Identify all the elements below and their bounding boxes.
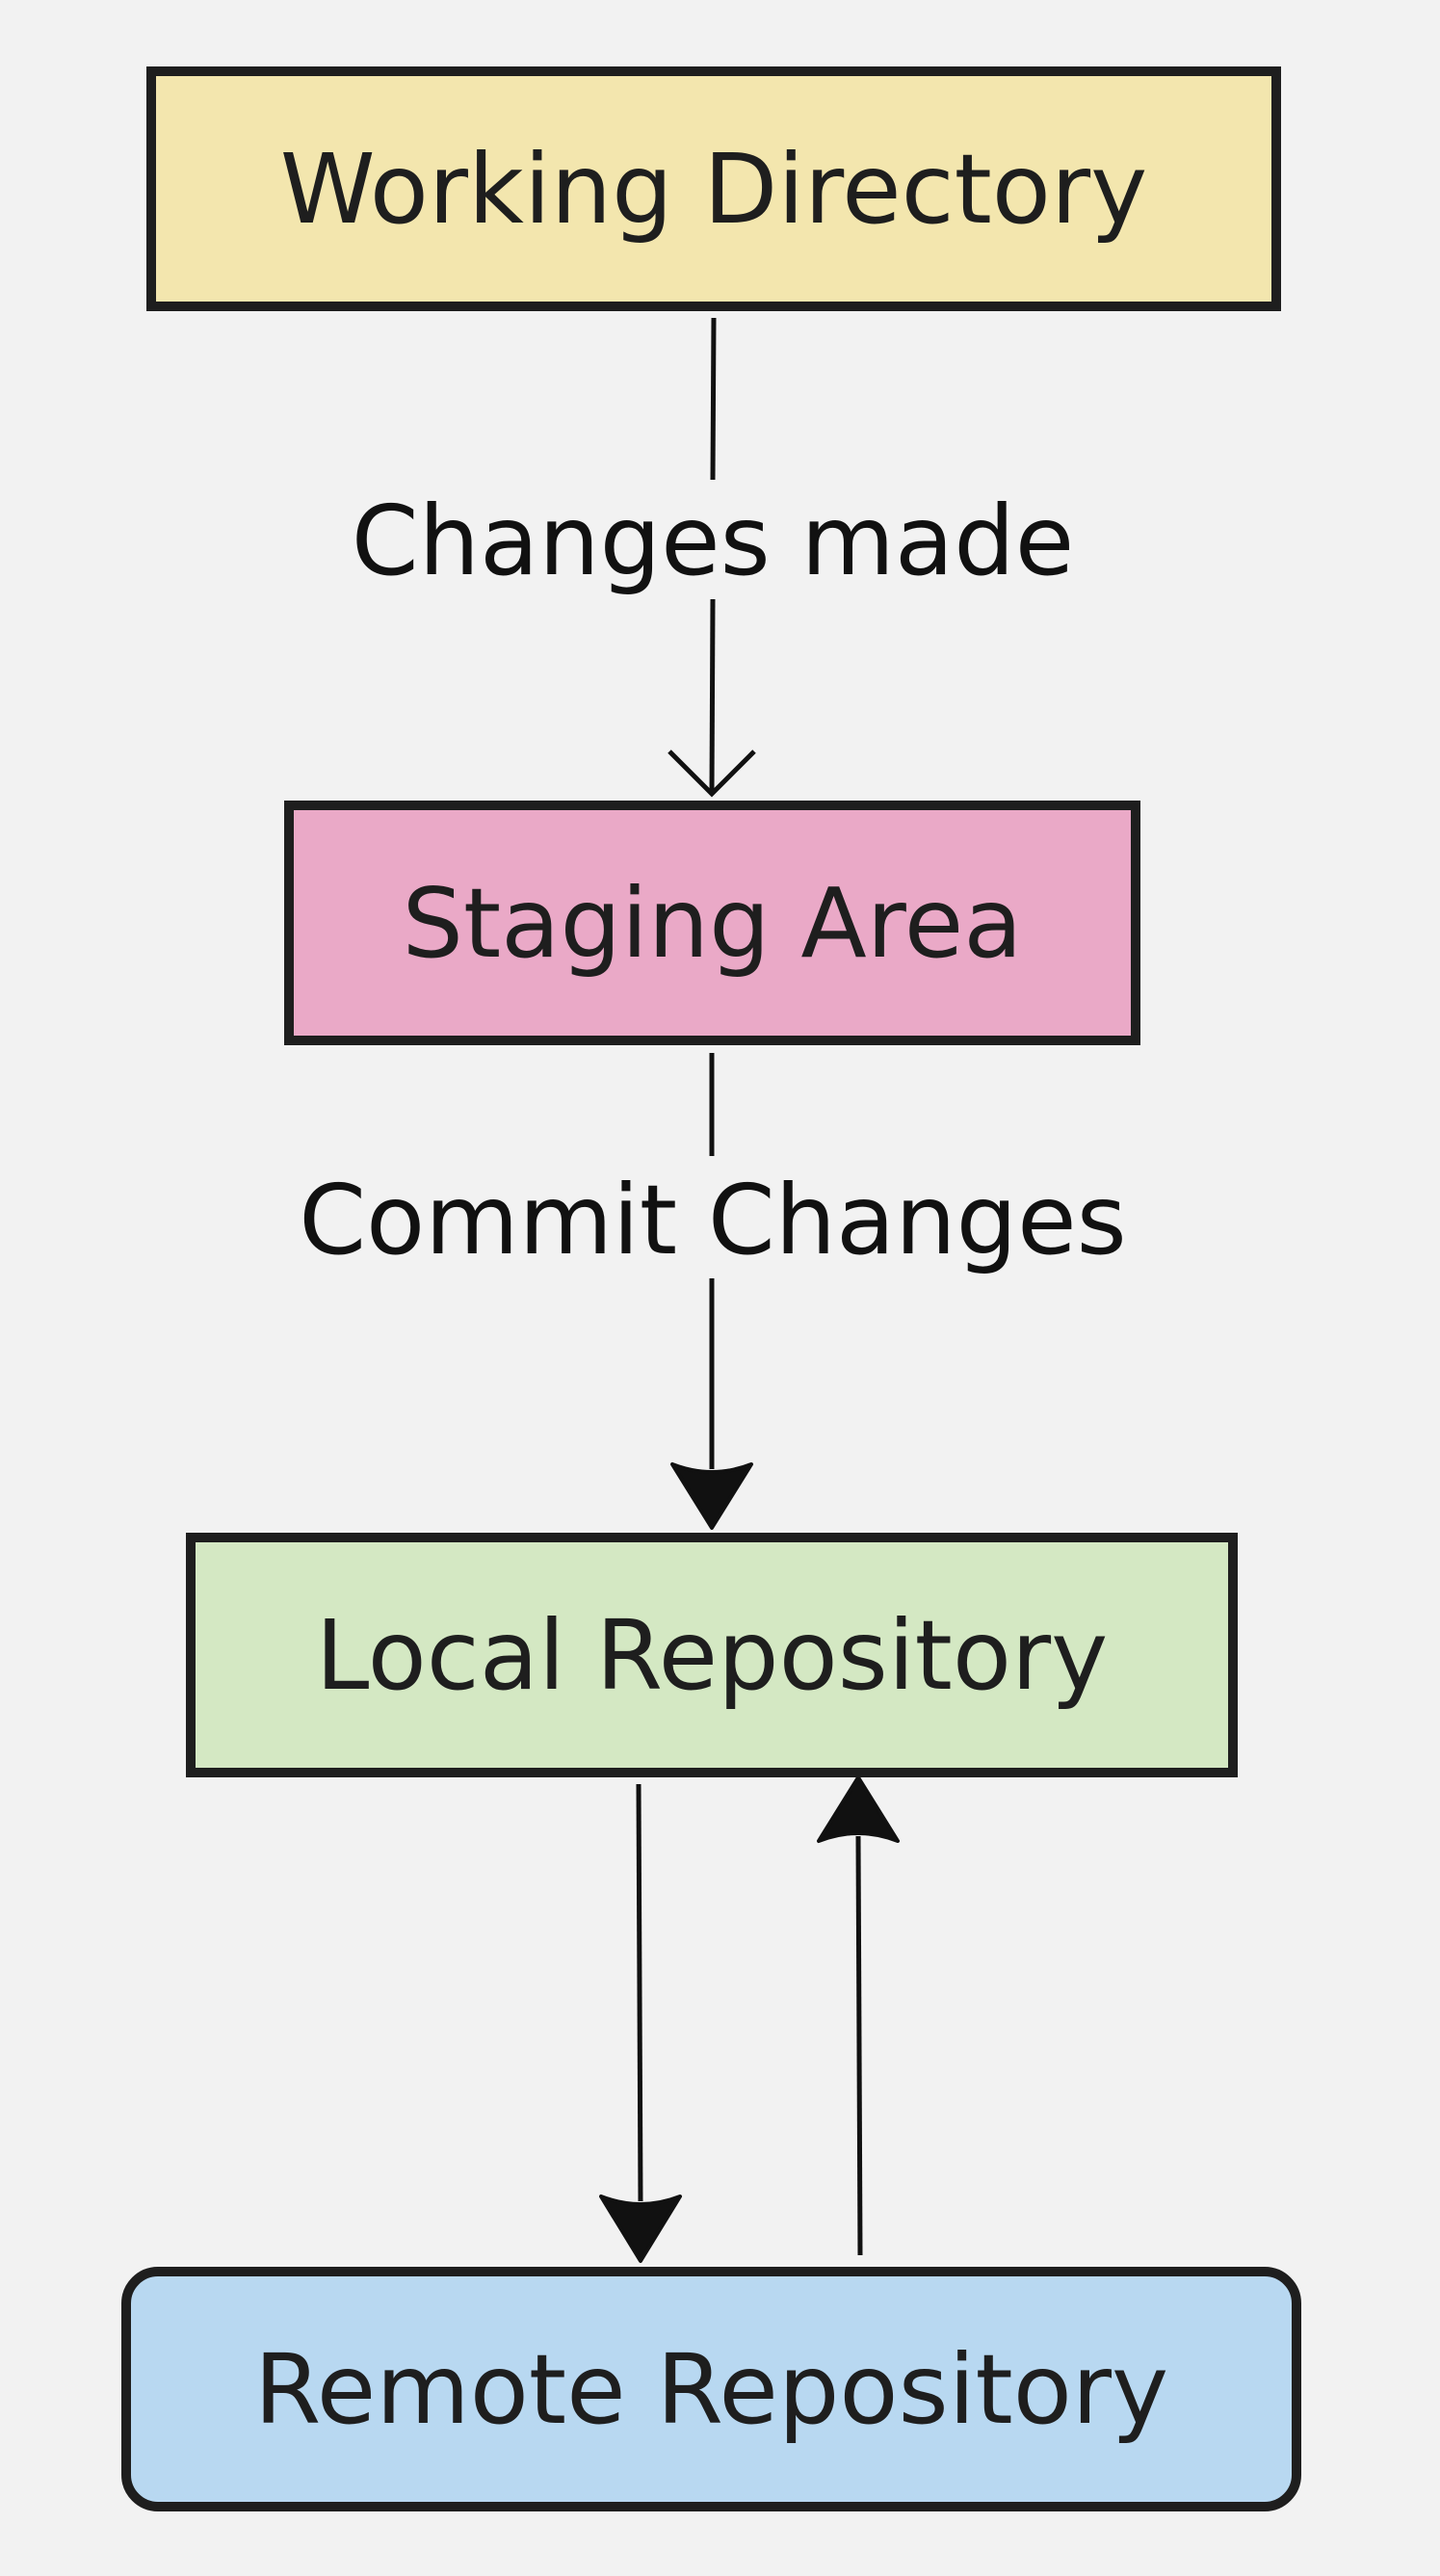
local-repository-label: Local Repository	[315, 1598, 1109, 1712]
edge-label-commit-changes: Commit Changes	[299, 1164, 1127, 1276]
local-repository-node: Local Repository	[186, 1533, 1238, 1777]
arrow-staging-to-local	[670, 1053, 753, 1530]
arrow-working-to-staging	[668, 317, 756, 798]
staging-area-node: Staging Area	[284, 801, 1140, 1045]
remote-repository-node: Remote Repository	[121, 2267, 1301, 2511]
working-directory-node: Working Directory	[146, 66, 1281, 311]
arrow-remote-to-local	[817, 1775, 900, 2256]
edge-label-changes-made: Changes made	[351, 485, 1075, 597]
staging-area-label: Staging Area	[402, 866, 1023, 980]
remote-repository-label: Remote Repository	[253, 2332, 1169, 2446]
working-directory-label: Working Directory	[279, 132, 1148, 246]
arrow-local-to-remote	[599, 1783, 682, 2263]
